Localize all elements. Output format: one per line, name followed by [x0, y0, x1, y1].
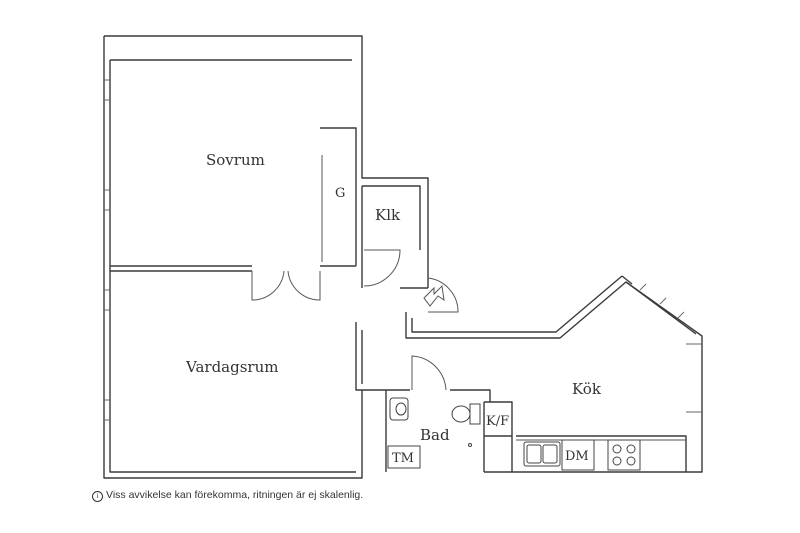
entrance-arrow-icon: [423, 284, 445, 307]
fixture-label-tm: TM: [392, 451, 414, 466]
room-label-kok: Kök: [572, 380, 602, 398]
footnote-text: Viss avvikelse kan förekomma, ritningen …: [106, 489, 364, 501]
kitchen-fixtures: [516, 435, 687, 472]
fixture-label-dm: DM: [565, 449, 589, 464]
toilet-tank: [469, 403, 481, 425]
doors: [251, 249, 459, 391]
bathroom-fixtures: [387, 397, 481, 469]
interior-walls: [110, 127, 513, 472]
toilet-bowl: [451, 405, 471, 423]
dm-box: [561, 439, 595, 471]
room-label-bad: Bad: [420, 426, 450, 444]
room-label-sovrum: Sovrum: [206, 151, 265, 169]
room-label-g: G: [335, 186, 345, 201]
info-icon: i: [92, 491, 103, 502]
stove: [607, 439, 641, 471]
left-windows: [104, 79, 110, 421]
fixture-label-kf: K/F: [486, 414, 509, 429]
tm-box: [387, 445, 421, 469]
kitchen-windows: [639, 283, 702, 413]
room-label-vardagsrum: Vardagsrum: [185, 358, 278, 376]
outer-walls: [103, 35, 703, 479]
room-label-klk: Klk: [375, 206, 401, 224]
